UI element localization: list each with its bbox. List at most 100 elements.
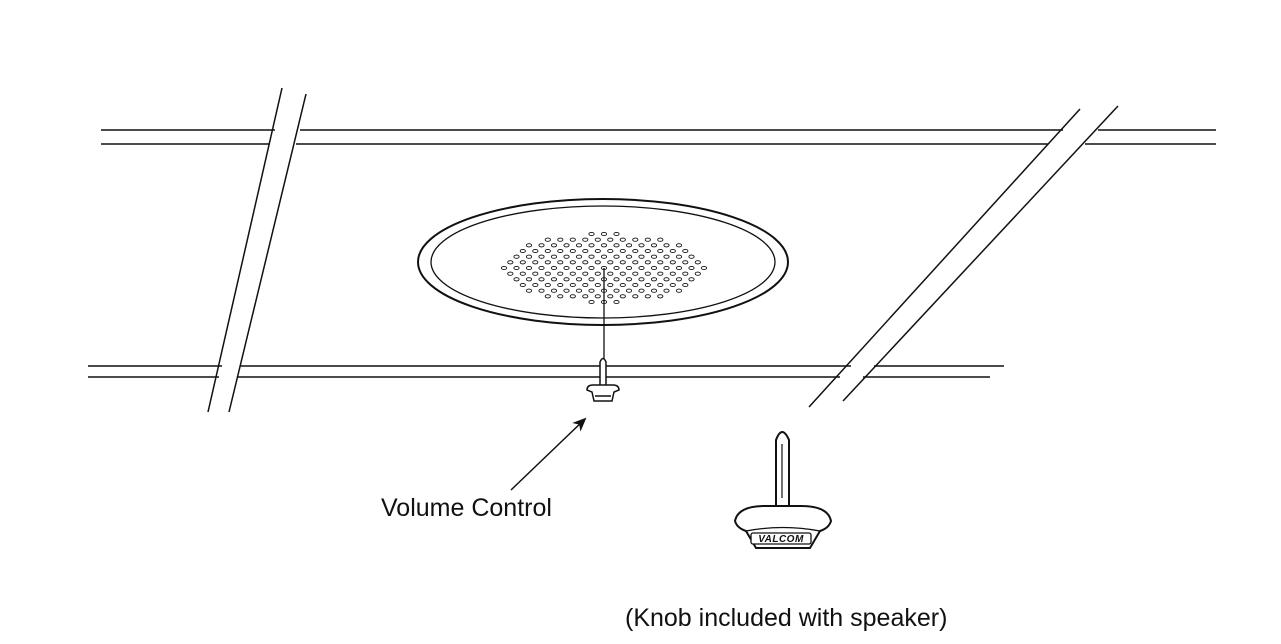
grille-hole — [625, 265, 633, 271]
grille-hole — [582, 294, 589, 299]
grille-hole — [594, 271, 601, 276]
grille-hole — [619, 282, 626, 288]
grille-hole — [513, 265, 520, 271]
grille-hole — [619, 260, 626, 265]
grille-hole — [538, 265, 545, 271]
grille-hole — [544, 237, 551, 242]
grille-hole — [632, 260, 639, 265]
grille-hole — [525, 277, 533, 282]
grille-hole — [682, 248, 689, 254]
grille-hole — [550, 277, 558, 282]
grille-hole — [582, 271, 589, 276]
grille-hole — [594, 237, 601, 242]
grille-hole — [694, 271, 701, 276]
grille-hole — [613, 277, 620, 282]
grille-hole — [563, 265, 570, 271]
grille-hole — [625, 243, 633, 248]
grille-hole — [550, 288, 558, 293]
grille-hole — [550, 243, 558, 248]
grille-hole — [675, 288, 683, 293]
grille-hole — [613, 288, 620, 293]
grille-hole — [638, 288, 645, 293]
ceiling-speaker — [417, 198, 789, 360]
grille-hole — [588, 299, 595, 305]
detached-knob: VALCOM — [733, 431, 833, 549]
grille-hole — [600, 231, 608, 237]
grille-hole — [594, 282, 601, 288]
speaker-outer-ring — [417, 198, 789, 326]
grille-hole — [644, 294, 651, 299]
grille-hole — [588, 243, 595, 248]
grille-hole — [638, 243, 645, 248]
grille-hole — [582, 260, 589, 265]
grille-hole — [657, 237, 664, 242]
grille-hole — [638, 265, 645, 271]
grille-hole — [569, 260, 576, 265]
grille-hole — [513, 254, 520, 259]
grille-hole — [519, 271, 526, 276]
grille-hole — [613, 231, 620, 237]
grille-hole — [663, 288, 670, 293]
grille-hole — [525, 288, 533, 293]
grille-hole — [582, 248, 589, 254]
grille-hole — [650, 243, 658, 248]
grille-hole — [638, 277, 645, 282]
grid-rail-right-inner — [842, 105, 1119, 402]
grille-hole — [532, 248, 539, 254]
grille-hole — [563, 243, 570, 248]
grille-hole — [638, 254, 645, 259]
grille-hole — [619, 271, 626, 276]
grille-hole — [675, 254, 683, 259]
grille-hole — [607, 271, 614, 276]
grille-hole — [588, 231, 595, 237]
grille-hole — [507, 260, 514, 265]
grille-hole — [557, 248, 564, 254]
grille-hole — [657, 248, 664, 254]
grille-hole — [688, 277, 695, 282]
grille-hole — [594, 260, 601, 265]
grille-hole — [675, 277, 683, 282]
grille-hole — [644, 282, 651, 288]
volume-control-arrow — [510, 417, 587, 491]
grille-hole — [575, 254, 583, 259]
grille-hole — [519, 260, 526, 265]
grille-hole — [544, 248, 551, 254]
grille-hole — [613, 243, 620, 248]
grille-hole — [507, 271, 514, 276]
grid-rail-right-outer — [808, 108, 1081, 408]
grille-hole — [644, 248, 651, 254]
speaker-inner-ring — [430, 205, 776, 319]
grille-hole — [557, 260, 564, 265]
grille-hole — [563, 254, 570, 259]
grille-hole — [625, 277, 633, 282]
grille-hole — [569, 248, 576, 254]
grille-hole — [525, 254, 533, 259]
grille-hole — [669, 282, 676, 288]
grid-rail-left-inner — [228, 93, 307, 413]
grille-hole — [550, 265, 558, 271]
grille-hole — [607, 294, 614, 299]
grille-hole — [682, 260, 689, 265]
grille-hole — [663, 265, 670, 271]
grille-hole — [557, 282, 564, 288]
grille-hole — [607, 248, 614, 254]
grille-hole — [663, 254, 670, 259]
volume-control-label: Volume Control — [381, 494, 552, 522]
grille-hole — [694, 260, 701, 265]
grille-hole — [575, 277, 583, 282]
grille-hole — [588, 265, 595, 271]
grille-hole — [644, 271, 651, 276]
grille-hole — [675, 265, 683, 271]
grille-hole — [600, 243, 608, 248]
grille-hole — [682, 282, 689, 288]
grille-hole — [544, 271, 551, 276]
grille-hole — [657, 260, 664, 265]
grille-hole — [550, 254, 558, 259]
grille-hole — [663, 243, 670, 248]
grille-hole — [588, 254, 595, 259]
grille-hole — [644, 260, 651, 265]
grille-hole — [563, 277, 570, 282]
grille-hole — [650, 254, 658, 259]
grille-hole — [669, 260, 676, 265]
